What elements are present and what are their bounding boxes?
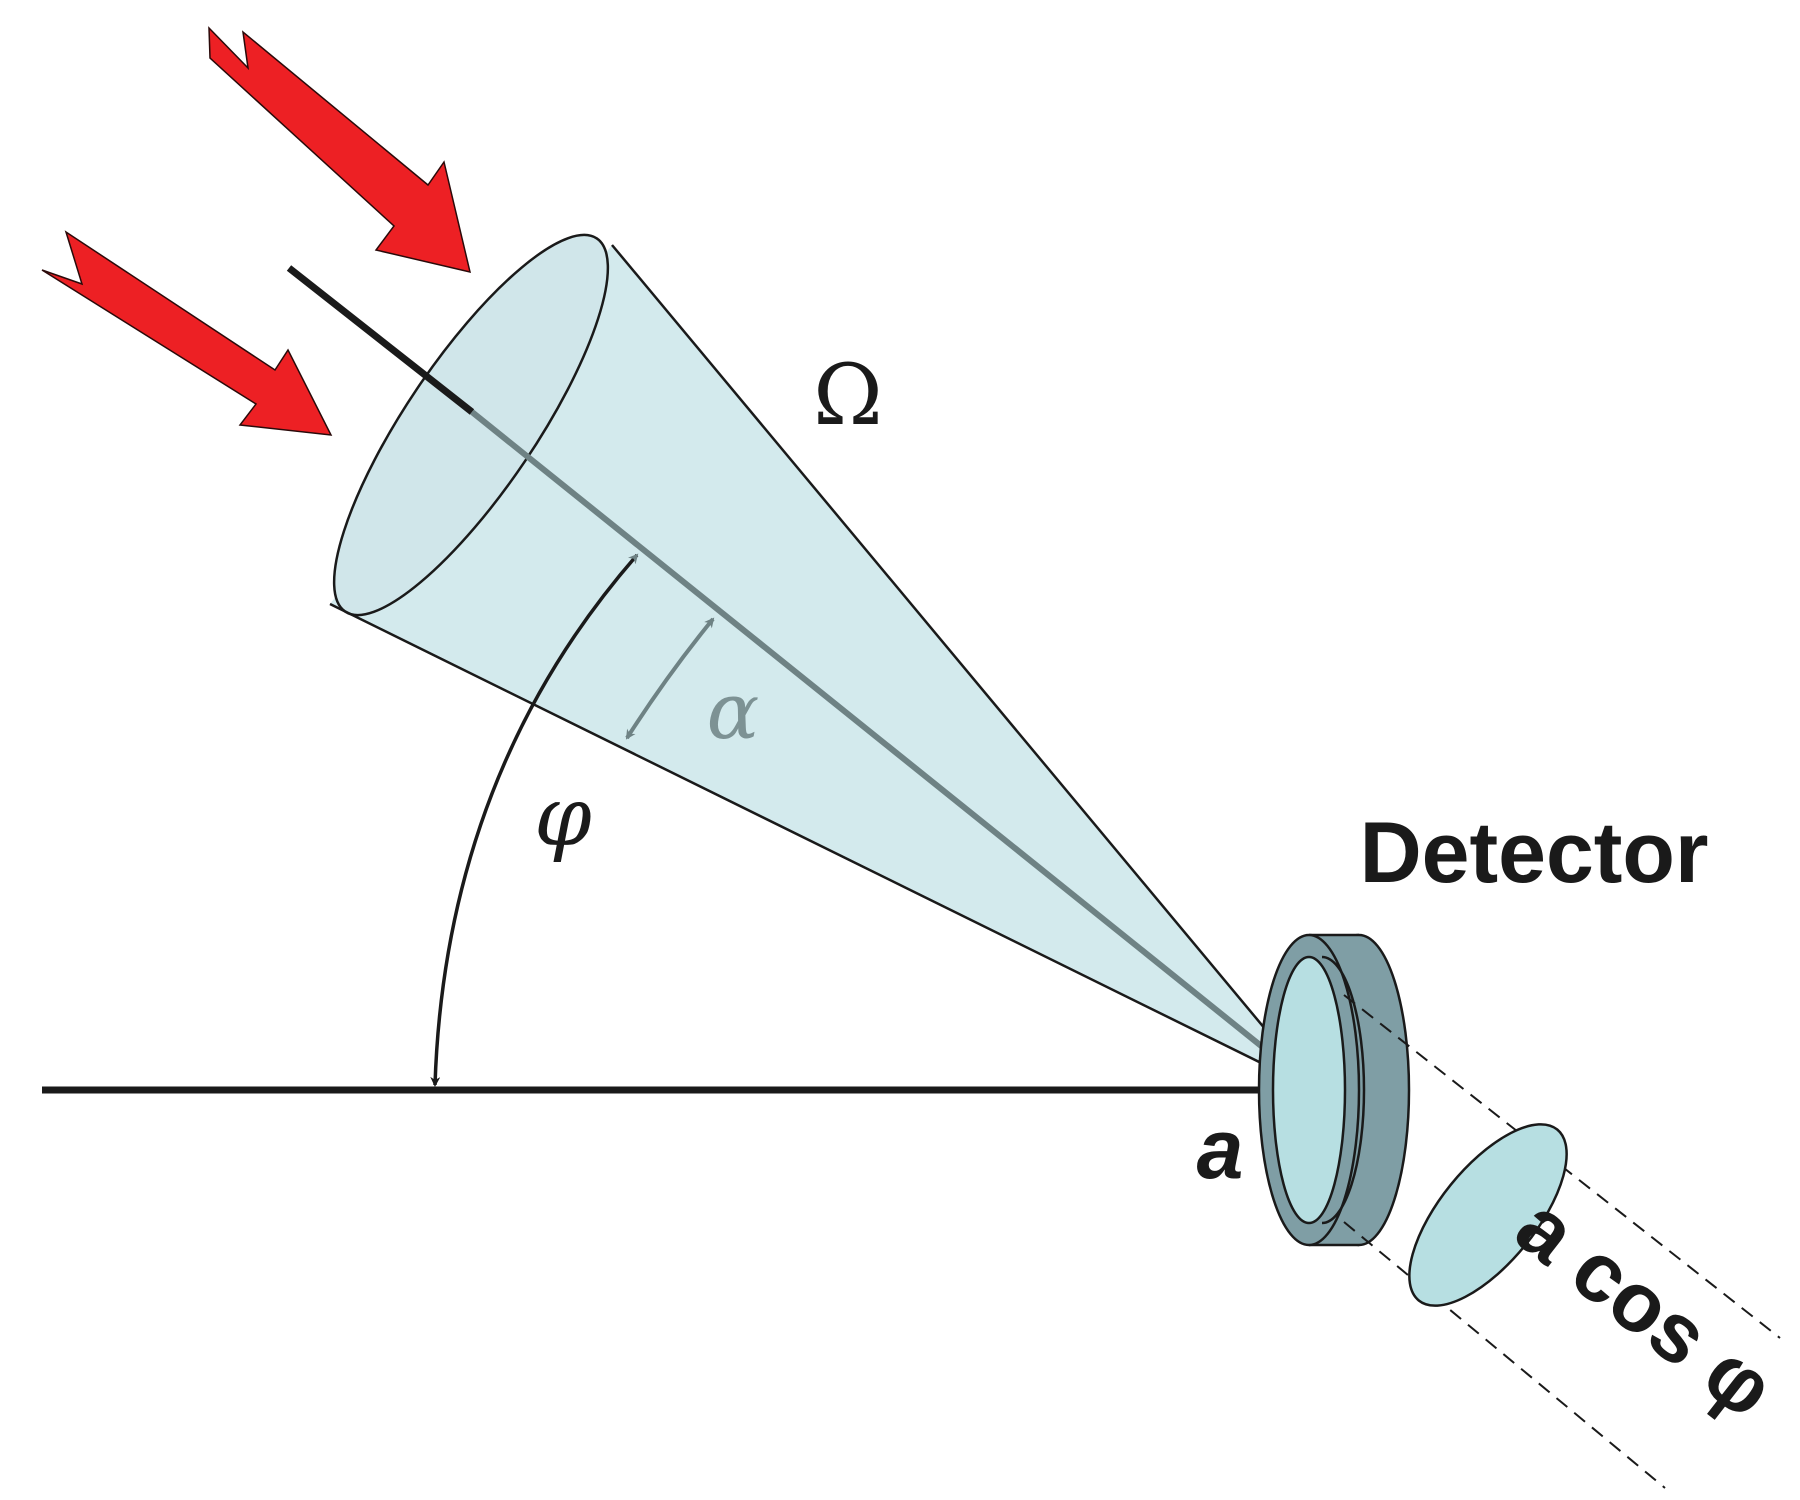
cone-axis-inner <box>470 409 1318 1093</box>
phi-label: φ <box>534 770 592 865</box>
omega-label: Ω <box>813 346 883 444</box>
phi-angle-arc <box>430 553 639 1087</box>
detector-label: Detector <box>1360 805 1709 901</box>
a-label: a <box>1197 1102 1244 1196</box>
alpha-angle-arc <box>625 617 715 740</box>
detector <box>1257 933 1411 1247</box>
solid-angle-cone <box>329 233 1317 1092</box>
alpha-label: α <box>707 667 760 757</box>
cone-axis-outer <box>286 265 475 415</box>
incoming-ray-arrow-upper <box>208 26 472 274</box>
a-cos-phi-label: a cos φ <box>1499 1178 1792 1436</box>
projected-area-ellipse <box>1408 1123 1568 1307</box>
incoming-ray-arrow-lower <box>41 230 333 436</box>
